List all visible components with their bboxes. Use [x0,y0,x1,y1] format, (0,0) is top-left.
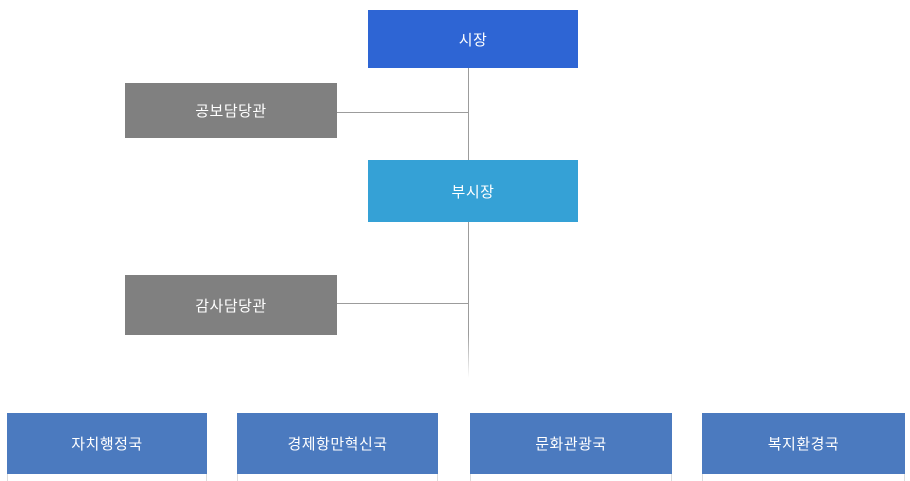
node-audit-officer[interactable]: 감사담당관 [125,275,337,335]
node-mayor[interactable]: 시장 [368,10,578,68]
bureau-subpanel-1 [7,474,207,481]
node-bureau-culture-tourism[interactable]: 문화관광국 [470,413,672,474]
connector-mayor-to-vicemayor-line [468,67,469,160]
node-pr-officer[interactable]: 공보담당관 [125,83,337,138]
node-bureau-welfare-environment[interactable]: 복지환경국 [702,413,905,474]
node-vice-mayor[interactable]: 부시장 [368,160,578,222]
connector-audit-officer-line [337,303,468,304]
node-bureau-autonomous-administration[interactable]: 자치행정국 [7,413,207,474]
bureau-subpanel-4 [702,474,905,481]
bureau-subpanel-2 [237,474,438,481]
connector-vicemayor-down-line [468,222,469,378]
bureau-subpanel-3 [470,474,672,481]
node-bureau-economy-port-innovation[interactable]: 경제항만혁신국 [237,413,438,474]
connector-pr-officer-line [337,112,468,113]
